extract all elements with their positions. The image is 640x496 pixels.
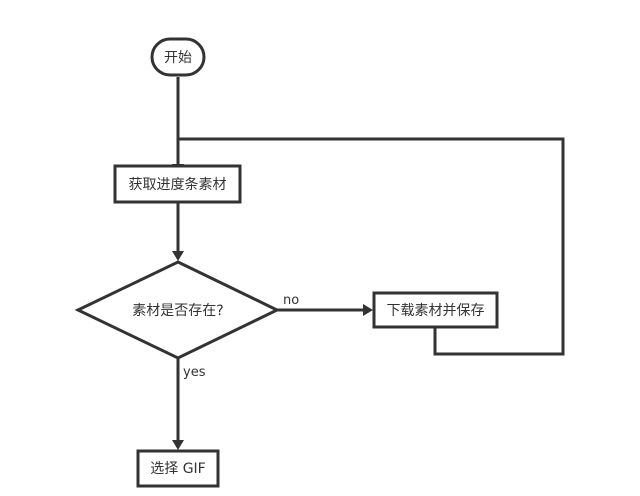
yes-edge-label: yes <box>183 365 206 380</box>
download-box <box>372 291 499 329</box>
decision-label: 素材是否存在? <box>132 303 223 319</box>
arrowhead-decision <box>172 251 184 261</box>
start-label: 开始 <box>164 50 192 66</box>
no-edge-label: no <box>283 293 299 308</box>
start-terminator <box>150 37 206 77</box>
connectors <box>172 77 565 450</box>
decision-node: 素材是否存在? <box>74 260 281 360</box>
arrowhead-select-gif <box>172 440 184 450</box>
select-gif-box <box>136 449 220 488</box>
edge-download-loop-back <box>178 137 565 356</box>
get-material-box <box>113 164 242 204</box>
arrowhead-download <box>363 304 373 316</box>
download-node: 下载素材并保存 <box>372 291 499 329</box>
get-material-label: 获取进度条素材 <box>129 176 227 193</box>
select-gif-node: 选择 GIF <box>136 449 220 488</box>
select-gif-label: 选择 GIF <box>150 461 205 477</box>
download-label: 下载素材并保存 <box>387 303 485 319</box>
get-material-node: 获取进度条素材 <box>113 164 242 204</box>
decision-diamond <box>74 260 281 360</box>
start-node: 开始 <box>150 37 206 77</box>
